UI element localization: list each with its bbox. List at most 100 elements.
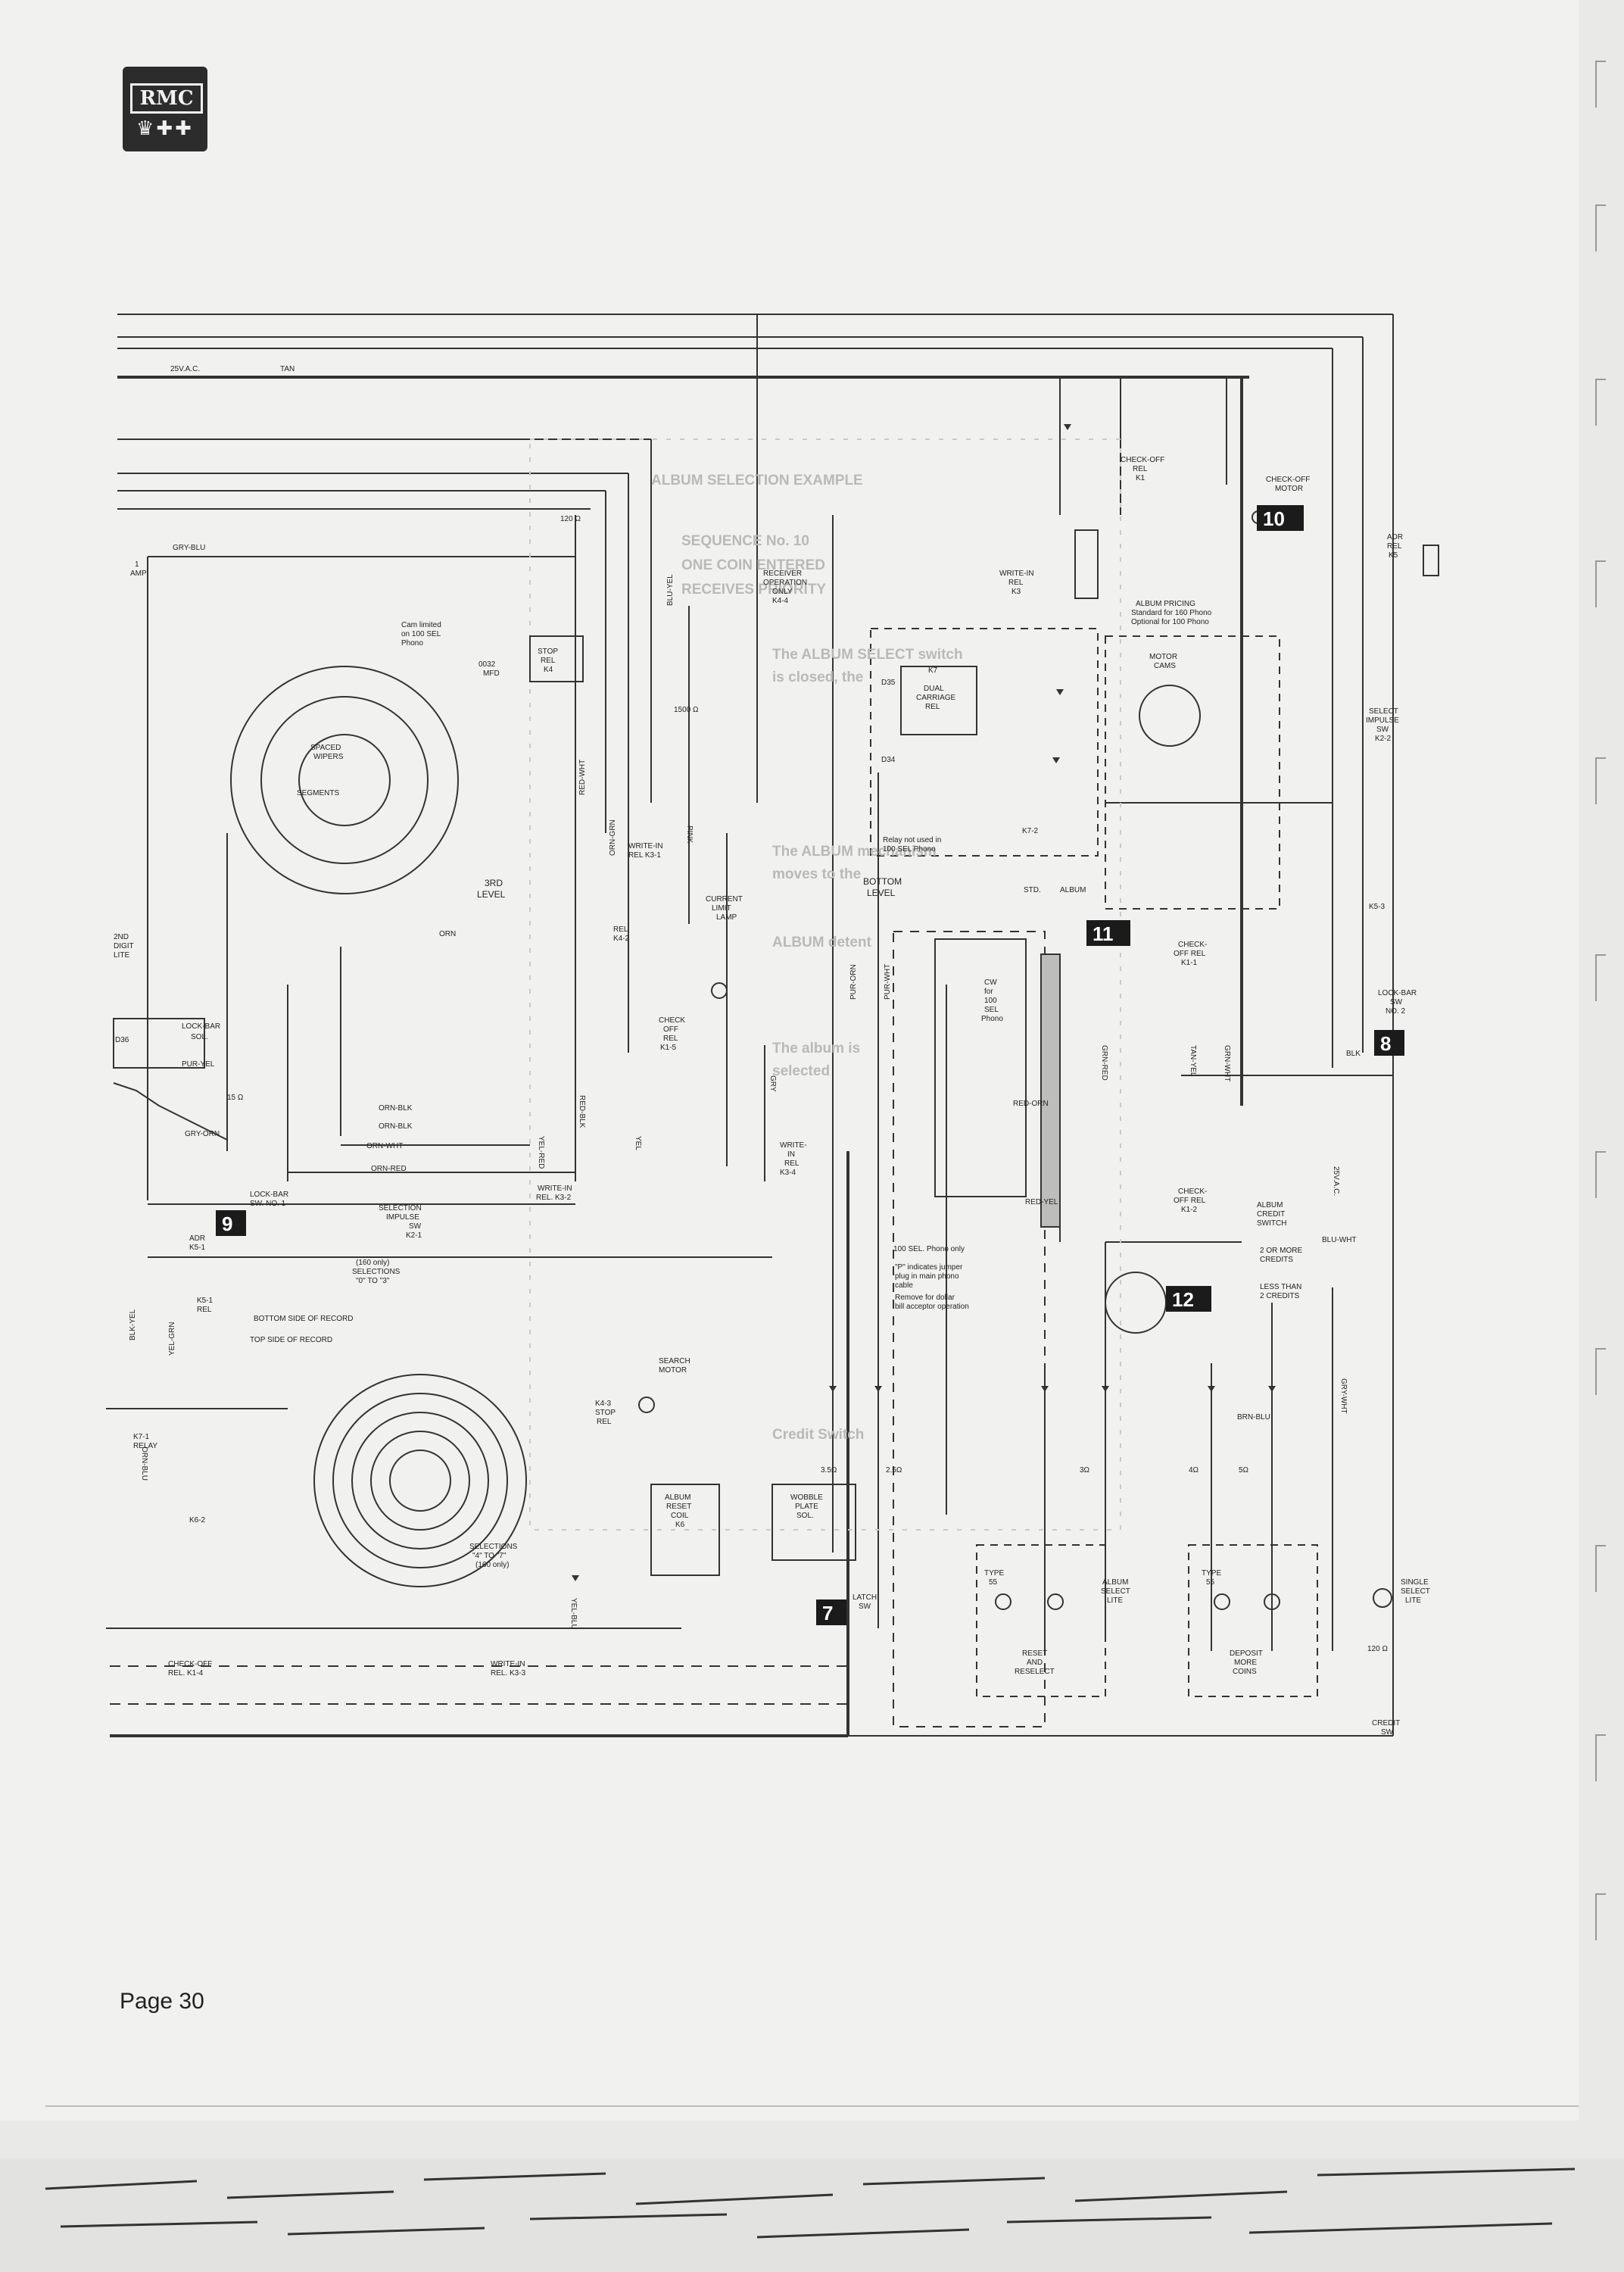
current-limit-label: CURRENT [706,895,743,903]
lock-bar-sw2-label: NO. 2 [1386,1007,1406,1016]
reset-reselect-label: AND [1027,1659,1043,1667]
scan-artifact-band [0,2158,1624,2272]
stop-rel-k4-label: K4 [544,666,553,674]
callout-10: 10 [1257,505,1304,531]
write-in-k3-label: REL [1008,579,1024,587]
rmc-logo: RMC ♛✚✚ [123,67,207,151]
type-55-label: TYPE [984,1569,1004,1578]
overlay-line: SEQUENCE No. 10 [681,533,809,549]
diode-label: D34 [881,756,896,764]
logo-text: RMC [130,83,203,114]
single-select-lite-label: LITE [1405,1596,1421,1605]
wire-label: GRY-BLU [173,544,205,552]
adr-rel-label: REL [1387,542,1402,551]
page-number: Page 30 [120,1989,204,2014]
dual-carriage-label: DUAL [924,685,944,693]
record-side-label: TOP SIDE OF RECORD [250,1336,332,1344]
check-off-k1-2-label: CHECK- [1178,1187,1207,1196]
select-impulse-label: SELECT [1369,707,1398,716]
wire-label: GRY [768,1075,777,1092]
wire-label: PUR-YEL [182,1060,215,1069]
album-reset-label: RESET [666,1503,691,1511]
relay-note-label: 100 SEL Phono [883,845,936,854]
bottom-level-label: BOTTOM [863,876,902,887]
check-off-k1-5-label: OFF [663,1025,678,1034]
deposit-more-label: COINS [1233,1668,1257,1676]
callout-7: 7 [816,1599,846,1625]
wire-labels: ORN ORN-GRN ORN-WHT ORN-RED ORN-BLK RED-… [129,574,1361,1630]
wobble-plate-label: PLATE [795,1503,818,1511]
check-off-k1-1-label: CHECK- [1178,941,1207,949]
album-select-lite-label: SELECT [1101,1587,1130,1596]
type-55-label: 55 [989,1578,998,1587]
album-credit-label: CREDIT [1257,1210,1285,1219]
digit-lite-label: 2ND [114,933,129,941]
check-off-k1-1-label: OFF REL [1174,950,1206,958]
search-motor-label: MOTOR [659,1366,687,1375]
lock-bar-sw2-label: SW [1390,998,1403,1006]
motor-cams-label: MOTOR [1149,653,1177,661]
k4-3-stop-label: K4-3 [595,1400,612,1408]
component-labels: 1 AMP GRY-BLU STOP REL K4 0032 MFD 120 Ω… [114,456,1430,1737]
cw-100-label: for [984,988,993,996]
write-in-k3-3-label: REL. K3-3 [491,1669,526,1677]
write-in-k3-3-label: WRITE-IN [491,1660,525,1668]
album-select-lite-label: LITE [1107,1596,1123,1605]
selections-0-3-label: (160 only) [356,1259,389,1267]
wire-label: BLU-WHT [1322,1236,1357,1244]
svg-text:12: 12 [1172,1288,1194,1311]
binder-tab [1595,1151,1606,1198]
svg-text:8: 8 [1380,1032,1391,1055]
wire-label: ORN-RED [371,1165,407,1173]
diode-label: D36 [115,1036,129,1044]
binder-tab [1595,61,1606,108]
receiver-op-label: OPERATION [763,579,807,587]
std-album-label: STD. [1024,886,1041,894]
cam-note-label: Cam limited [401,621,441,629]
wire-label: BRN-BLU [1237,1413,1270,1422]
binder-tab [1595,1893,1606,1940]
std-album-label: ALBUM [1060,886,1086,894]
phono-note: Remove for dollar [895,1294,955,1302]
callout-8: 8 [1374,1030,1404,1056]
check-off-motor-label: MOTOR [1275,485,1303,493]
wire-label: RED-WHT [578,760,587,795]
check-off-k1-5-label: K1-5 [660,1044,677,1052]
dual-carriage-label: REL [925,703,940,711]
type-55-label: TYPE [1202,1569,1221,1578]
select-impulse-label: IMPULSE [1366,716,1399,725]
overlay-line: is closed, the [772,669,863,685]
check-off-k1-1-label: K1-1 [1181,959,1198,967]
k4-3-stop-label: REL [597,1418,612,1426]
digit-lite-label: LITE [114,951,129,960]
wire-label: GRN-WHT [1223,1045,1231,1081]
resistor-label: 5Ω [1239,1466,1249,1475]
resistor-label: 1500 Ω [674,706,699,714]
callout-12: 12 [1166,1286,1211,1312]
wire-label: GRY-WHT [1339,1378,1348,1414]
wire-label: ORN-WHT [366,1142,403,1150]
page-sheet [0,0,1579,2121]
credit-sw-label: SW [1381,1728,1394,1737]
binder-tab [1595,1734,1606,1781]
relay-note-label: Relay not used in [883,836,941,844]
latch-sw-label: LATCH [853,1593,877,1602]
album-reset-label: K6 [675,1521,685,1529]
wire-label: RED-ORN [1013,1100,1049,1108]
cw-100-label: Phono [981,1015,1003,1023]
credits-label: 2 OR MORE [1260,1247,1302,1255]
current-limit-label: LAMP [716,913,737,922]
overlay-line: moves to the [772,866,861,882]
stop-rel-k4-label: REL [541,657,556,665]
deposit-more-label: DEPOSIT [1230,1649,1263,1658]
bottom-level-label: LEVEL [867,888,896,898]
album-pricing-label: Standard for 160 Phono [1131,609,1212,617]
adr-k5-1-label: K5-1 [189,1244,206,1252]
phono-note: plug in main phono [895,1272,959,1281]
wire-label: YEL-BLU [569,1598,578,1630]
wire-label: YEL [634,1136,642,1150]
lock-bar-sw2-label: LOCK-BAR [1378,989,1417,997]
wire-label: BLU-YEL [666,574,675,606]
cam-note-label: Phono [401,639,423,648]
wire-label: YEL-RED [537,1136,545,1169]
